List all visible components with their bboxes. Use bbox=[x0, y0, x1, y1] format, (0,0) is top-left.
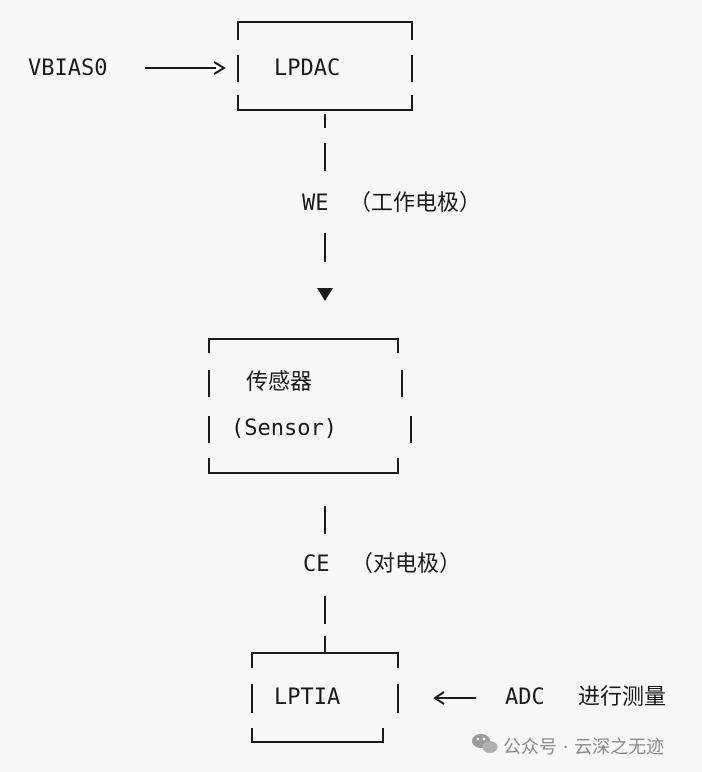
lpdac-box bbox=[237, 21, 413, 111]
adc-description: 进行测量 bbox=[578, 685, 667, 710]
watermark-text: 公众号 · 云深之无迹 bbox=[503, 737, 665, 758]
lpdac-label: LPDAC bbox=[274, 56, 341, 81]
vbias-arrow bbox=[145, 61, 226, 75]
adc-arrow bbox=[433, 691, 476, 705]
ce-description: （对电极） bbox=[351, 552, 462, 577]
lptia-box bbox=[251, 652, 399, 743]
we-arrow-head bbox=[317, 288, 333, 301]
sensor-box bbox=[208, 338, 412, 474]
sensor-chinese-label: 传感器 bbox=[246, 370, 313, 395]
lptia-label: LPTIA bbox=[274, 685, 341, 710]
we-label: WE bbox=[302, 191, 329, 216]
we-description: （工作电极） bbox=[349, 191, 482, 216]
vbias-label: VBIAS0 bbox=[28, 56, 108, 81]
ce-label: CE bbox=[303, 552, 330, 577]
adc-label: ADC bbox=[505, 685, 545, 710]
sensor-english-label: (Sensor) bbox=[231, 416, 337, 441]
wechat-icon bbox=[472, 734, 498, 753]
